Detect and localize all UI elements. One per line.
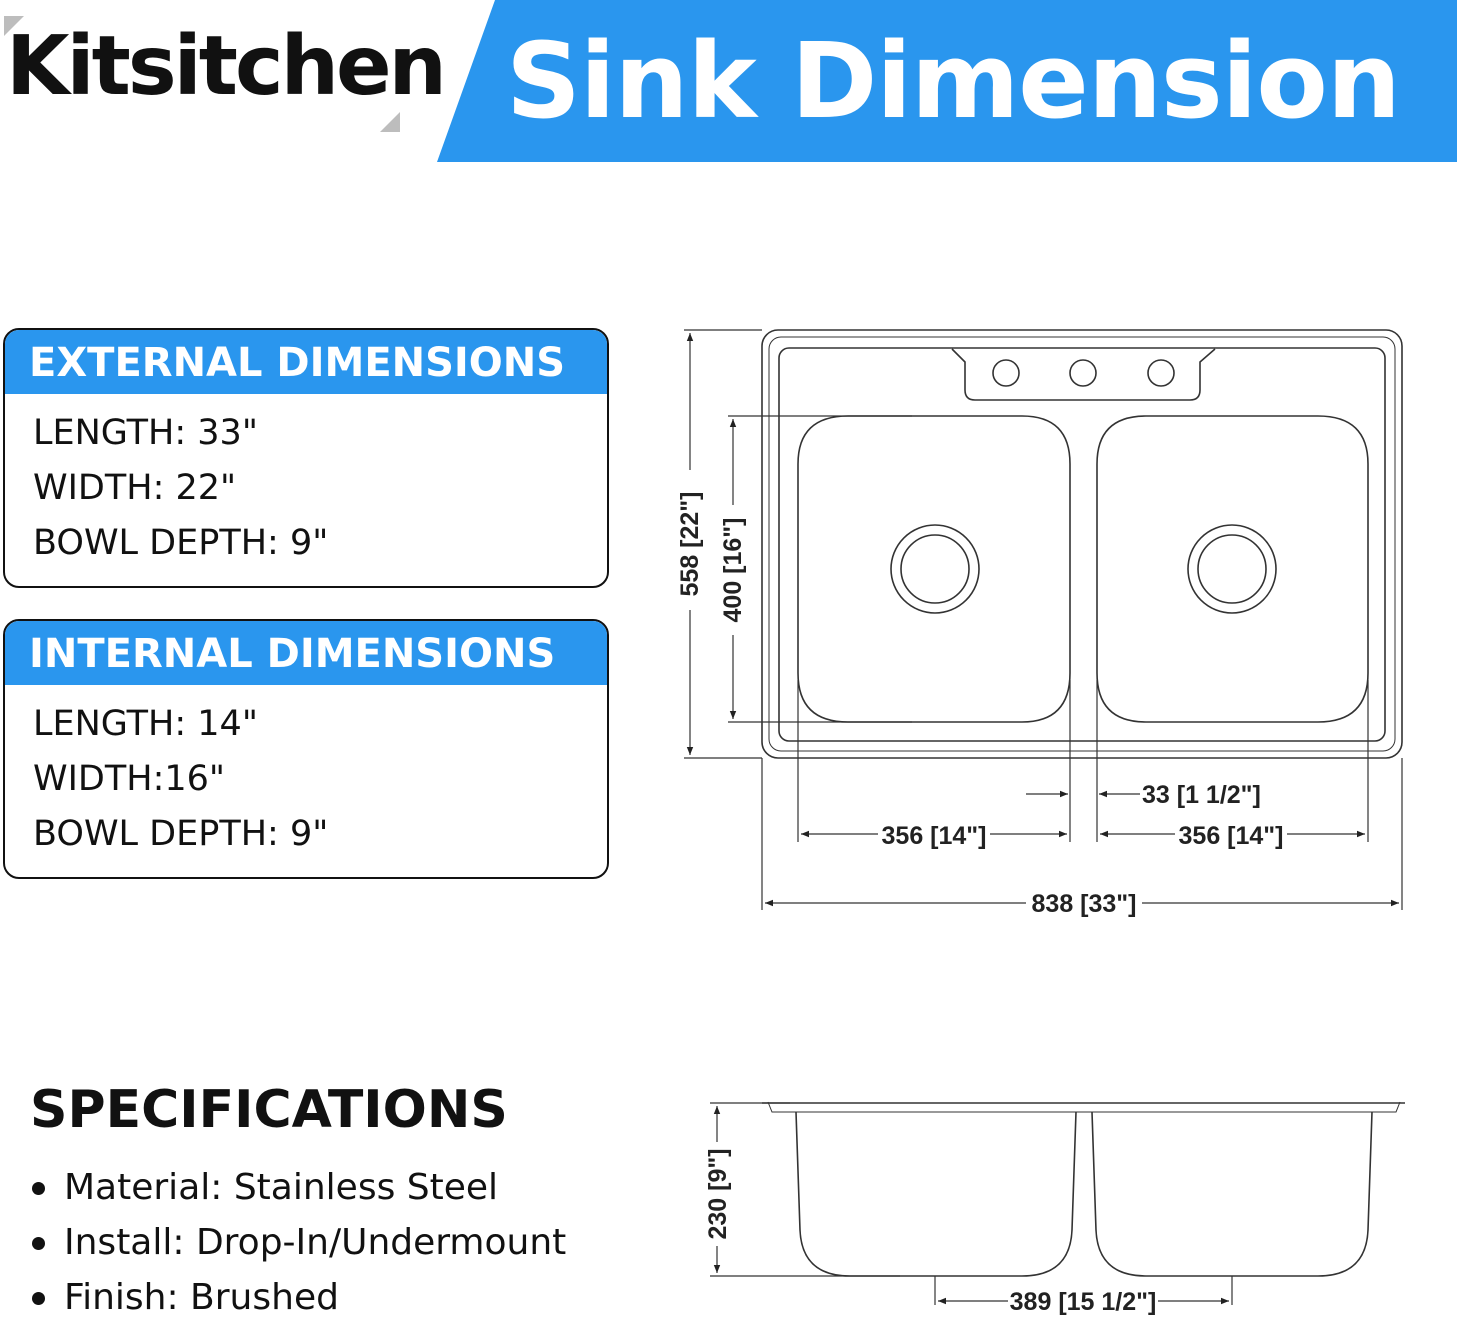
- bullet-icon: [32, 1237, 45, 1250]
- brand-logo: Kitsitchen: [6, 19, 447, 114]
- left-bowl-width-label: 356 [14"]: [882, 822, 987, 850]
- spec-finish: Finish: Brushed: [30, 1270, 566, 1325]
- faucet-hole-3: [1147, 359, 1175, 387]
- overall-length-label: 558 [22"]: [676, 492, 704, 597]
- left-drain-inner: [900, 534, 970, 604]
- bowl-length-label: 400 [16"]: [719, 518, 747, 623]
- left-bowl: [797, 415, 1071, 723]
- top-view: [761, 329, 1403, 759]
- logo-corner-top: [4, 16, 24, 36]
- external-dimensions-title: EXTERNAL DIMENSIONS: [5, 330, 607, 394]
- side-rim-lip: [767, 1101, 1401, 1113]
- bullet-icon: [32, 1182, 45, 1195]
- internal-dimensions-card: INTERNAL DIMENSIONS LENGTH: 14" WIDTH:16…: [3, 619, 609, 879]
- sink-deck: [778, 347, 1386, 742]
- spec-finish-text: Finish: Brushed: [64, 1277, 339, 1318]
- top-view-labels: 558 [22"] 400 [16"] 356 [14"] 356 [14"] …: [668, 470, 1287, 918]
- sink-rim-inner-edge: [768, 336, 1396, 752]
- specifications-list: Material: Stainless Steel Install: Drop-…: [30, 1160, 566, 1325]
- spec-material: Material: Stainless Steel: [30, 1160, 566, 1215]
- side-depth-label: 230 [9"]: [704, 1148, 732, 1239]
- side-left-bowl: [795, 1111, 1077, 1277]
- internal-bowl-depth: BOWL DEPTH: 9": [33, 814, 329, 854]
- side-view-labels: 230 [9"] 389 [15 1/2"]: [700, 1142, 1158, 1316]
- page-title: Sink Dimension: [506, 20, 1401, 142]
- internal-width: WIDTH:16": [33, 759, 226, 799]
- side-bottom-width-label: 389 [15 1/2"]: [1010, 1288, 1157, 1316]
- logo-corner-bottom: [380, 112, 400, 132]
- faucet-ledge: [951, 348, 1216, 401]
- right-bowl-width-label: 356 [14"]: [1179, 822, 1284, 850]
- internal-length: LENGTH: 14": [33, 704, 258, 744]
- sink-outer-rim: [761, 329, 1403, 759]
- external-dimensions-card: EXTERNAL DIMENSIONS LENGTH: 33" WIDTH: 2…: [3, 328, 609, 588]
- side-view-dimensions: [710, 1102, 1229, 1305]
- side-right-bowl: [1091, 1111, 1373, 1277]
- specifications-title: SPECIFICATIONS: [30, 1080, 508, 1140]
- internal-dimensions-title: INTERNAL DIMENSIONS: [5, 621, 607, 685]
- right-bowl: [1096, 415, 1369, 723]
- external-length: LENGTH: 33": [33, 413, 258, 453]
- overall-width-label: 838 [33"]: [1032, 890, 1137, 918]
- top-view-dimensions: [684, 329, 1403, 910]
- bullet-icon: [32, 1292, 45, 1305]
- left-drain-outer: [890, 524, 980, 614]
- faucet-hole-1: [992, 359, 1020, 387]
- external-bowl-depth: BOWL DEPTH: 9": [33, 523, 329, 563]
- divider-label: 33 [1 1/2"]: [1142, 781, 1261, 809]
- spec-install-text: Install: Drop-In/Undermount: [64, 1222, 567, 1263]
- right-drain-outer: [1187, 524, 1277, 614]
- side-view: [762, 1101, 1405, 1305]
- external-width: WIDTH: 22": [33, 468, 237, 508]
- title-banner: [437, 0, 1457, 162]
- spec-install: Install: Drop-In/Undermount: [30, 1215, 566, 1270]
- faucet-hole-2: [1069, 359, 1097, 387]
- spec-material-text: Material: Stainless Steel: [64, 1167, 499, 1208]
- right-drain-inner: [1197, 534, 1267, 604]
